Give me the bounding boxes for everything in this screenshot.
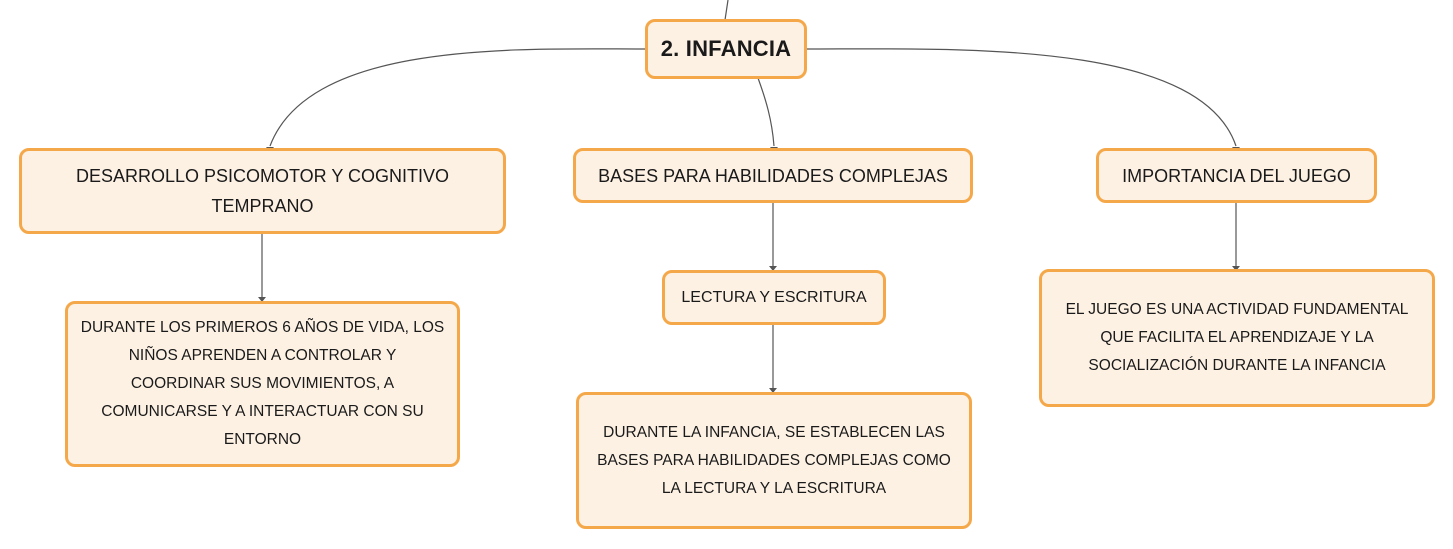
arrowhead-desarrollo-detail: [258, 297, 266, 302]
detail-node-desarrollo[interactable]: DURANTE LOS PRIMEROS 6 AÑOS DE VIDA, LOS…: [65, 301, 460, 467]
detail-node-lectura-text: DURANTE LA INFANCIA, SE ESTABLECEN LAS B…: [597, 423, 951, 497]
branch-node-juego-label: IMPORTANCIA DEL JUEGO: [1122, 165, 1351, 186]
detail-node-juego-text: EL JUEGO ES UNA ACTIVIDAD FUNDAMENTAL QU…: [1065, 301, 1409, 374]
detail-node-lectura[interactable]: DURANTE LA INFANCIA, SE ESTABLECEN LAS B…: [576, 392, 972, 529]
root-node[interactable]: 2. INFANCIA: [645, 19, 807, 79]
branch-node-bases[interactable]: BASES PARA HABILIDADES COMPLEJAS: [573, 148, 973, 203]
arrowhead-lectura-detail: [769, 388, 777, 393]
node-lectura-escritura-label: LECTURA Y ESCRITURA: [681, 288, 867, 306]
detail-node-desarrollo-text: DURANTE LOS PRIMEROS 6 AÑOS DE VIDA, LOS…: [80, 319, 445, 448]
detail-node-juego[interactable]: EL JUEGO ES UNA ACTIVIDAD FUNDAMENTAL QU…: [1039, 269, 1435, 407]
connector-root-to-desarrollo: [269, 48, 646, 147]
node-lectura-escritura[interactable]: LECTURA Y ESCRITURA: [662, 270, 886, 325]
root-node-label: 2. INFANCIA: [660, 36, 792, 61]
branch-node-juego[interactable]: IMPORTANCIA DEL JUEGO: [1096, 148, 1377, 203]
connector-root-to-juego: [805, 48, 1237, 147]
branch-node-desarrollo-label: DESARROLLO PSICOMOTOR Y COGNITIVO TEMPRA…: [75, 166, 450, 216]
branch-node-desarrollo[interactable]: DESARROLLO PSICOMOTOR Y COGNITIVO TEMPRA…: [19, 148, 506, 234]
arrowhead-juego-detail: [1232, 266, 1240, 271]
connector-root-to-bases: [757, 77, 775, 147]
connector-parent-to-root: [724, 0, 729, 21]
arrowhead-lectura: [769, 266, 777, 271]
branch-node-bases-label: BASES PARA HABILIDADES COMPLEJAS: [598, 165, 948, 186]
